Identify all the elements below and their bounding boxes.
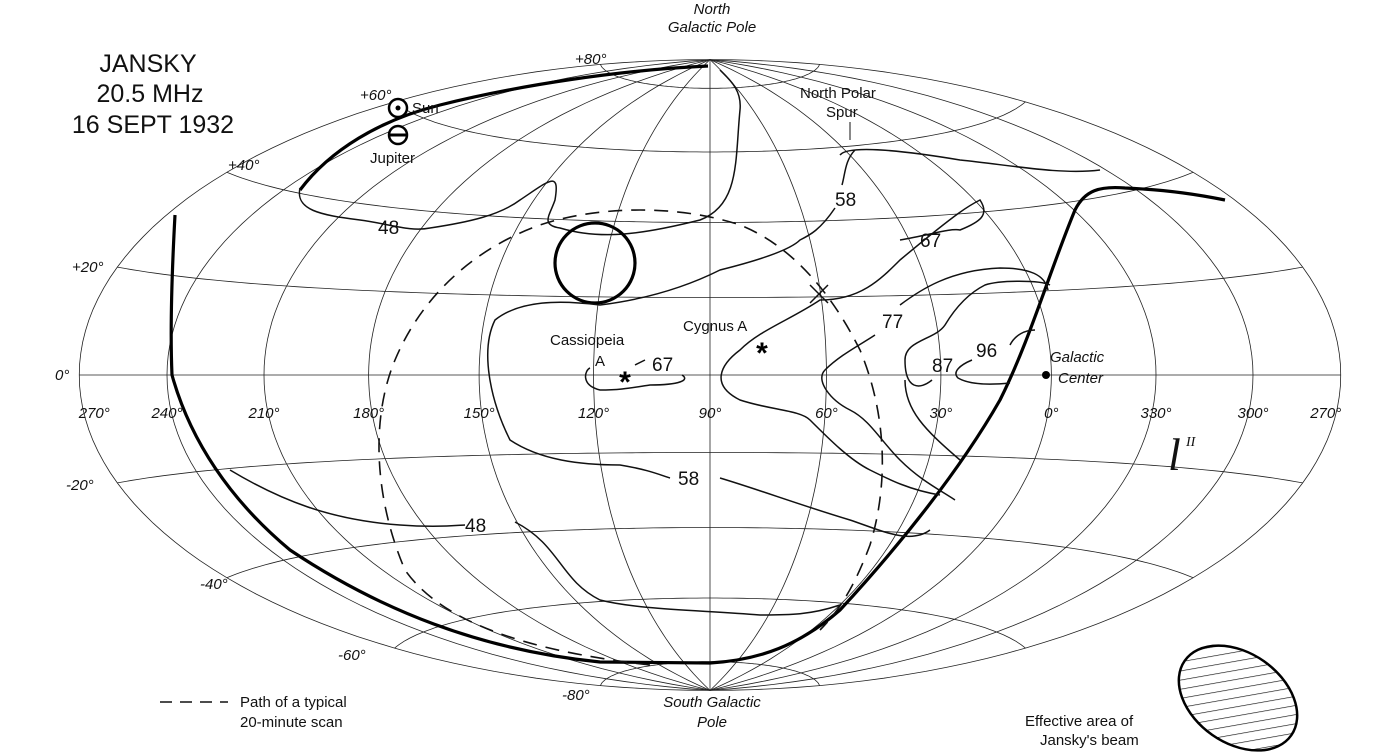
lon-label: 150°	[464, 405, 495, 422]
lat-label: +40°	[228, 157, 259, 174]
legend-beam-2: Jansky's beam	[1040, 732, 1139, 749]
north-boundary-thick	[298, 64, 709, 191]
contour-label: 67	[652, 355, 673, 376]
lon-label: 60°	[815, 405, 838, 422]
cygnus-label: Cygnus A	[683, 318, 747, 335]
lat-label: +80°	[575, 51, 606, 68]
boundary-thick	[169, 185, 1226, 665]
jupiter-label: Jupiter	[370, 150, 415, 167]
title-line-2: 20.5 MHz	[97, 80, 204, 108]
lon-label: 120°	[578, 405, 609, 422]
legend-beam-1: Effective area of	[1025, 713, 1134, 730]
spur-label-1: North Polar	[800, 85, 876, 102]
contour-67	[720, 199, 985, 496]
axis-superscript: II	[1185, 435, 1197, 450]
lon-label: 300°	[1237, 405, 1268, 422]
contour-label: 48	[378, 218, 399, 239]
cygnus-star-icon: *	[756, 337, 768, 370]
lon-label: 0°	[1044, 405, 1058, 422]
lat-label: -80°	[562, 687, 590, 704]
sun-label: Sun	[412, 100, 439, 117]
contour-label: 58	[678, 469, 699, 490]
contour-67-cas	[584, 359, 686, 391]
south-pole-label-2: Pole	[697, 714, 727, 731]
coordinate-grid	[78, 59, 1342, 691]
title-line-3: 16 SEPT 1932	[72, 111, 234, 139]
contour-label: 77	[882, 312, 903, 333]
lat-label: -20°	[66, 477, 94, 494]
contour-label: 58	[835, 190, 856, 211]
galactic-center-label-2: Center	[1058, 370, 1104, 387]
spur-label-2: Spur	[826, 104, 858, 121]
north-pole-label-1: North	[694, 1, 731, 18]
parallel-line	[117, 266, 1303, 299]
contour-label: 96	[976, 341, 997, 362]
lon-label: 30°	[930, 405, 953, 422]
galactic-center-label-1: Galactic	[1050, 349, 1105, 366]
lon-label: 180°	[353, 405, 384, 422]
jupiter-icon	[387, 124, 409, 146]
parallel-line	[394, 101, 1026, 153]
legend-scan-1: Path of a typical	[240, 694, 347, 711]
lon-label: 270°	[1309, 405, 1341, 422]
contour-77	[821, 267, 1049, 501]
sun-icon	[387, 97, 409, 119]
beam-ellipse-icon	[1177, 644, 1299, 752]
parallel-line	[226, 171, 1194, 223]
lon-label: 90°	[699, 405, 722, 422]
scan-path-dashed	[378, 209, 884, 666]
parallel-line	[600, 64, 820, 89]
title-line-1: JANSKY	[99, 50, 197, 78]
galactic-center-dot	[1042, 371, 1050, 379]
lat-label: -60°	[338, 647, 366, 664]
contour-label: 48	[465, 516, 486, 537]
lon-label: 330°	[1140, 405, 1171, 422]
parallel-line	[226, 527, 1194, 579]
south-pole-label-1: South Galactic	[663, 694, 761, 711]
cassiopeia-label-1: Cassiopeia	[550, 332, 625, 349]
contour-label: 67	[920, 231, 941, 252]
lon-label: 240°	[150, 405, 182, 422]
lat-label: +20°	[72, 259, 103, 276]
axis-symbol: l	[1168, 429, 1181, 480]
contour-87	[904, 280, 1051, 461]
lon-label: 210°	[247, 405, 279, 422]
contour-58	[487, 148, 1101, 538]
contour-48-south	[229, 469, 841, 616]
legend-scan-2: 20-minute scan	[240, 714, 343, 731]
north-pole-label-2: Galactic Pole	[668, 19, 756, 36]
lat-label: 0°	[55, 367, 69, 384]
lon-label: 270°	[78, 405, 110, 422]
lat-label: -40°	[200, 576, 228, 593]
contour-48-north	[298, 69, 741, 236]
beam-circle	[553, 221, 637, 305]
crossing-mark	[809, 284, 829, 304]
cassiopeia-star-icon: *	[619, 366, 631, 399]
contour-96	[955, 329, 1036, 385]
lat-label: +60°	[360, 87, 391, 104]
parallel-line	[117, 451, 1303, 484]
contour-label: 87	[932, 356, 953, 377]
cassiopeia-label-2: A	[595, 353, 605, 370]
